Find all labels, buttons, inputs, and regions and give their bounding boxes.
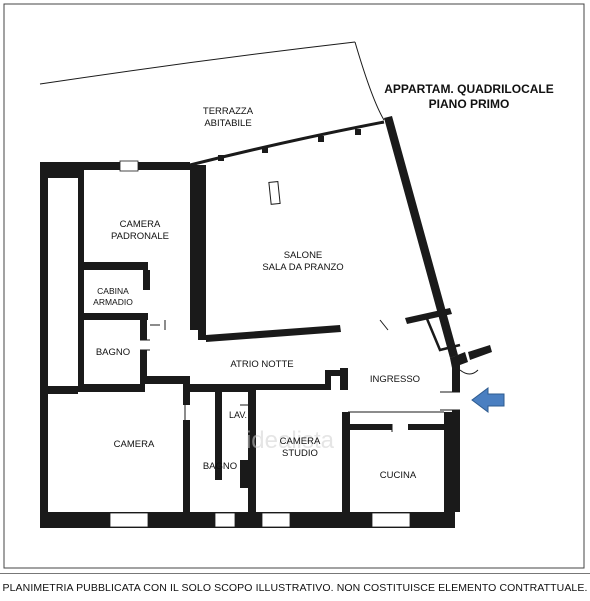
label-cabina-armadio-2: ARMADIO: [93, 297, 133, 307]
label-atrio-notte: ATRIO NOTTE: [230, 359, 293, 370]
label-bagno-2: BAGNO: [203, 461, 237, 472]
label-ingresso: INGRESSO: [370, 374, 420, 385]
label-terrazza-2: ABITABILE: [204, 118, 251, 129]
label-camera-studio-2: STUDIO: [282, 448, 318, 459]
label-cabina-armadio-1: CABINA: [97, 286, 129, 296]
label-salone-1: SALONE: [284, 250, 323, 261]
terrace-railing: [189, 120, 385, 167]
label-camera-padronale-2: PADRONALE: [111, 231, 169, 242]
disclaimer-text: PLANIMETRIA PUBBLICATA CON IL SOLO SCOPO…: [2, 581, 588, 594]
label-camera-studio-1: CAMERA: [280, 436, 321, 447]
bagno-1-walls: [84, 320, 190, 392]
right-entrance-wall: [452, 362, 479, 512]
label-lav: LAV.: [229, 410, 247, 420]
cucina-walls: [342, 412, 452, 512]
terrace-boundary-curve: [354, 41, 385, 121]
ingresso-closet: [423, 313, 492, 368]
watermark-text: idealista: [246, 427, 335, 454]
page-frame: [3, 3, 585, 569]
left-wall: [40, 162, 48, 525]
label-camera-padronale-1: CAMERA: [120, 219, 161, 230]
bottom-wall: [40, 512, 455, 528]
left-wall-return: [40, 170, 78, 178]
title-line-2: PIANO PRIMO: [429, 97, 510, 111]
top-wall-left: [40, 160, 190, 172]
terrace-boundary-line: [39, 41, 356, 85]
entrance-arrow-icon: [471, 387, 505, 413]
label-salone-2: SALA DA PRANZO: [262, 262, 343, 273]
corridor-walls: [48, 368, 348, 512]
camera-padronale-walls: [78, 165, 198, 392]
door-swings: [140, 319, 460, 432]
label-bagno-1: BAGNO: [96, 347, 130, 358]
label-cucina: CUCINA: [380, 470, 417, 481]
salone-walls: [198, 116, 458, 358]
label-terrazza-1: TERRAZZA: [203, 106, 254, 117]
disclaimer-footer: PLANIMETRIA PUBBLICATA CON IL SOLO SCOPO…: [0, 573, 590, 601]
label-camera: CAMERA: [114, 439, 155, 450]
title-line-1: APPARTAM. QUADRILOCALE: [384, 82, 554, 96]
